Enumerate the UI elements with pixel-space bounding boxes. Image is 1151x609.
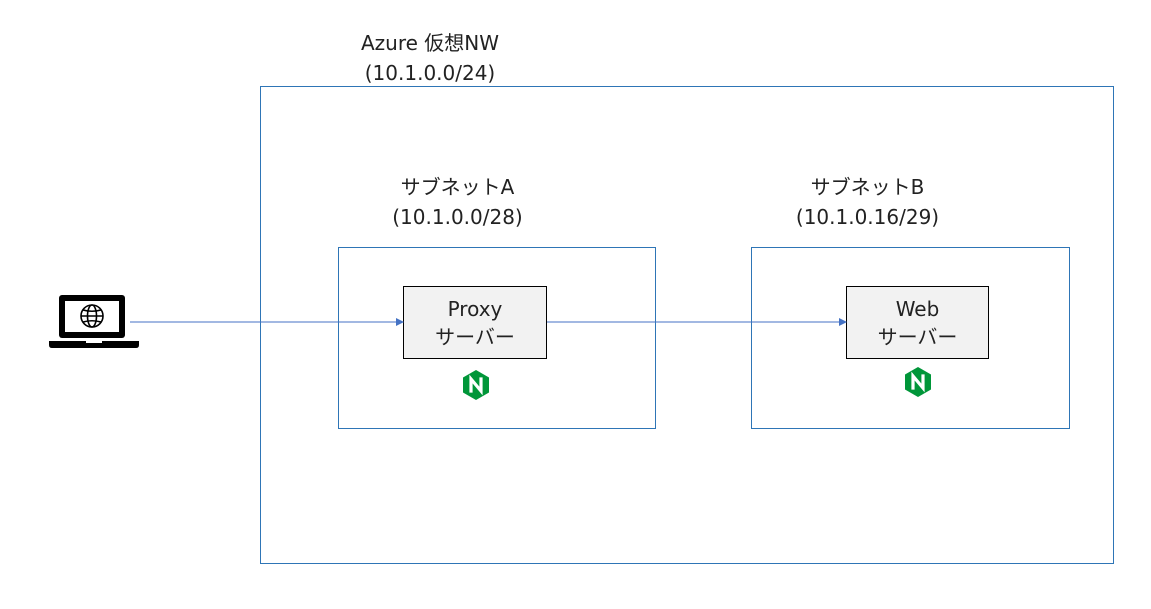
web-server-line2: サーバー — [877, 324, 958, 349]
laptop-globe-icon — [49, 295, 139, 348]
subnet-b-frame — [751, 247, 1070, 429]
proxy-server-box: Proxy サーバー — [403, 286, 547, 359]
globe-icon — [80, 304, 104, 328]
subnet-b-title: サブネットB — [810, 175, 925, 199]
subnet-a-cidr: (10.1.0.0/28) — [392, 205, 523, 229]
vnet-cidr: (10.1.0.0/24) — [364, 61, 496, 85]
nginx-icon — [905, 367, 931, 397]
vnet-title: Azure 仮想NW — [360, 31, 500, 55]
subnet-a-title: サブネットA — [400, 175, 515, 199]
subnet-b-label: サブネットB (10.1.0.16/29) — [765, 172, 970, 232]
nginx-icon — [463, 370, 489, 400]
web-server-line1: Web — [895, 296, 940, 321]
subnet-a-frame — [338, 247, 656, 429]
web-server-box: Web サーバー — [846, 286, 989, 359]
vnet-frame — [260, 86, 1114, 564]
subnet-a-label: サブネットA (10.1.0.0/28) — [360, 172, 555, 232]
vnet-label: Azure 仮想NW (10.1.0.0/24) — [330, 28, 530, 88]
subnet-b-cidr: (10.1.0.16/29) — [795, 205, 940, 229]
proxy-server-line2: サーバー — [435, 324, 515, 349]
proxy-server-line1: Proxy — [447, 296, 503, 321]
